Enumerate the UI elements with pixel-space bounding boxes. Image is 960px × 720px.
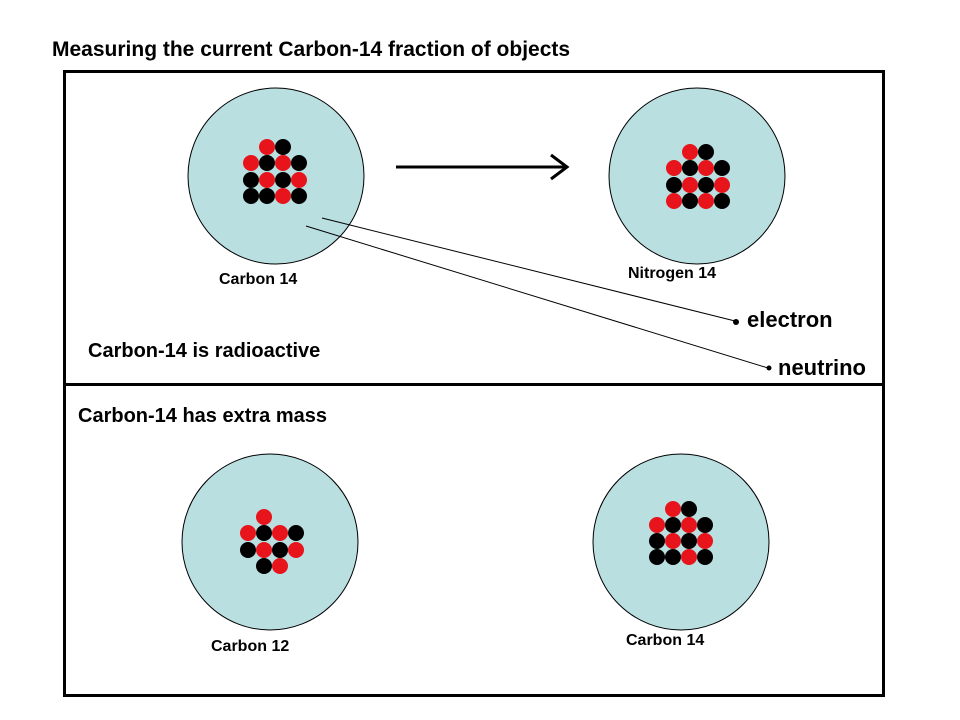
carbon-12-label: Carbon 12 <box>211 638 290 655</box>
neutron <box>256 525 272 541</box>
neutron <box>698 177 714 193</box>
proton <box>291 172 307 188</box>
carbon-14-label-bottom: Carbon 14 <box>626 632 705 649</box>
neutron <box>682 160 698 176</box>
proton <box>243 155 259 171</box>
decay-arrow <box>396 153 570 181</box>
neutron <box>697 549 713 565</box>
proton <box>682 177 698 193</box>
proton <box>714 177 730 193</box>
neutron <box>682 193 698 209</box>
nitrogen-14-atom <box>608 87 786 265</box>
carbon-12-atom <box>181 453 359 631</box>
neutron <box>698 144 714 160</box>
neutrino-label: neutrino <box>778 355 866 380</box>
neutron <box>291 188 307 204</box>
neutron <box>291 155 307 171</box>
extra-mass-panel <box>63 383 885 697</box>
carbon-14-label-top: Carbon 14 <box>219 271 298 288</box>
proton <box>240 525 256 541</box>
neutron <box>681 533 697 549</box>
neutrino-path <box>305 225 769 369</box>
proton <box>275 155 291 171</box>
carbon-14-atom-top <box>187 87 365 265</box>
proton <box>665 501 681 517</box>
neutron <box>275 139 291 155</box>
proton <box>666 160 682 176</box>
proton <box>256 542 272 558</box>
extra-mass-caption: Carbon-14 has extra mass <box>78 405 328 427</box>
neutron <box>243 188 259 204</box>
neutron <box>665 517 681 533</box>
neutron <box>666 177 682 193</box>
neutron <box>275 172 291 188</box>
carbon-14-nucleus-bottom <box>649 501 713 565</box>
neutron <box>649 533 665 549</box>
neutron <box>272 542 288 558</box>
proton <box>272 558 288 574</box>
page-title: Measuring the current Carbon-14 fraction… <box>52 38 571 61</box>
neutron <box>256 558 272 574</box>
neutron <box>243 172 259 188</box>
electron-path <box>321 217 736 322</box>
neutron <box>681 501 697 517</box>
neutron <box>697 517 713 533</box>
proton <box>666 193 682 209</box>
proton <box>256 509 272 525</box>
radioactive-caption: Carbon-14 is radioactive <box>88 340 321 362</box>
neutrino-dot <box>766 365 772 371</box>
neutron <box>288 525 304 541</box>
proton <box>681 549 697 565</box>
proton <box>259 172 275 188</box>
proton <box>272 525 288 541</box>
proton <box>665 533 681 549</box>
neutron <box>714 160 730 176</box>
nitrogen-14-nucleus <box>666 144 730 209</box>
proton <box>649 517 665 533</box>
proton <box>698 160 714 176</box>
proton <box>259 139 275 155</box>
nitrogen-14-label: Nitrogen 14 <box>628 265 717 282</box>
carbon-14-atom-bottom <box>592 453 770 631</box>
electron-dot <box>733 319 739 325</box>
neutron <box>259 188 275 204</box>
neutron <box>649 549 665 565</box>
proton <box>682 144 698 160</box>
carbon-14-nucleus-top <box>243 139 307 204</box>
proton <box>698 193 714 209</box>
proton <box>288 542 304 558</box>
neutron <box>665 549 681 565</box>
neutron <box>259 155 275 171</box>
carbon-12-nucleus <box>240 509 304 574</box>
proton <box>275 188 291 204</box>
proton <box>697 533 713 549</box>
neutron <box>240 542 256 558</box>
electron-label: electron <box>747 307 833 332</box>
proton <box>681 517 697 533</box>
neutron <box>714 193 730 209</box>
